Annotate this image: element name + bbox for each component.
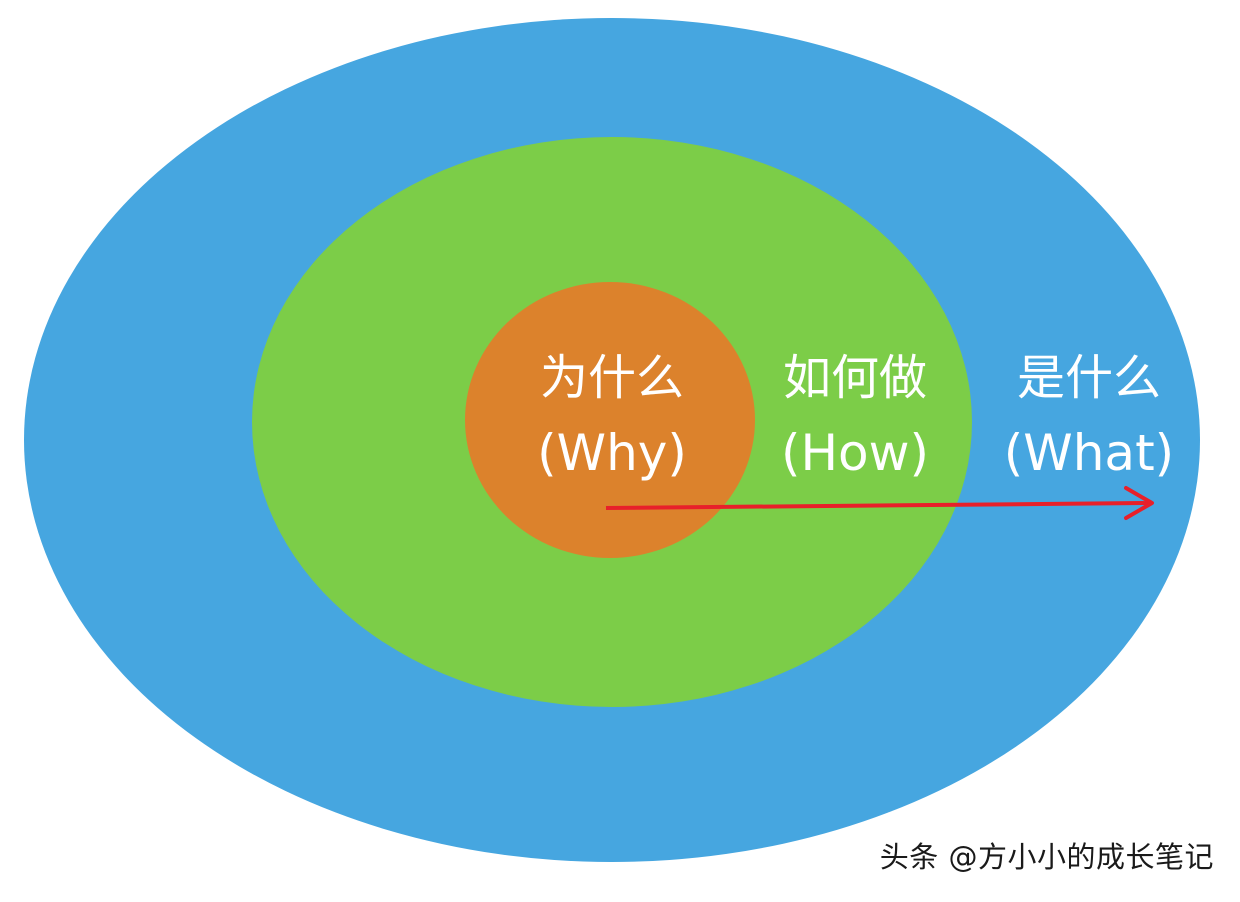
what-label-zh: 是什么 xyxy=(1017,350,1161,406)
how-label-en: (How) xyxy=(781,424,929,482)
inner-ring-why xyxy=(465,282,755,558)
radius-arrow xyxy=(605,486,1154,520)
arrow-head xyxy=(1124,486,1154,520)
watermark-text: 头条 @方小小的成长笔记 xyxy=(879,840,1214,874)
arrow-shaft xyxy=(605,501,1151,510)
why-label-en: (Why) xyxy=(537,424,687,482)
how-label-zh: 如何做 xyxy=(783,350,927,406)
what-label-en: (What) xyxy=(1004,424,1174,482)
why-label-zh: 为什么 xyxy=(540,350,684,406)
